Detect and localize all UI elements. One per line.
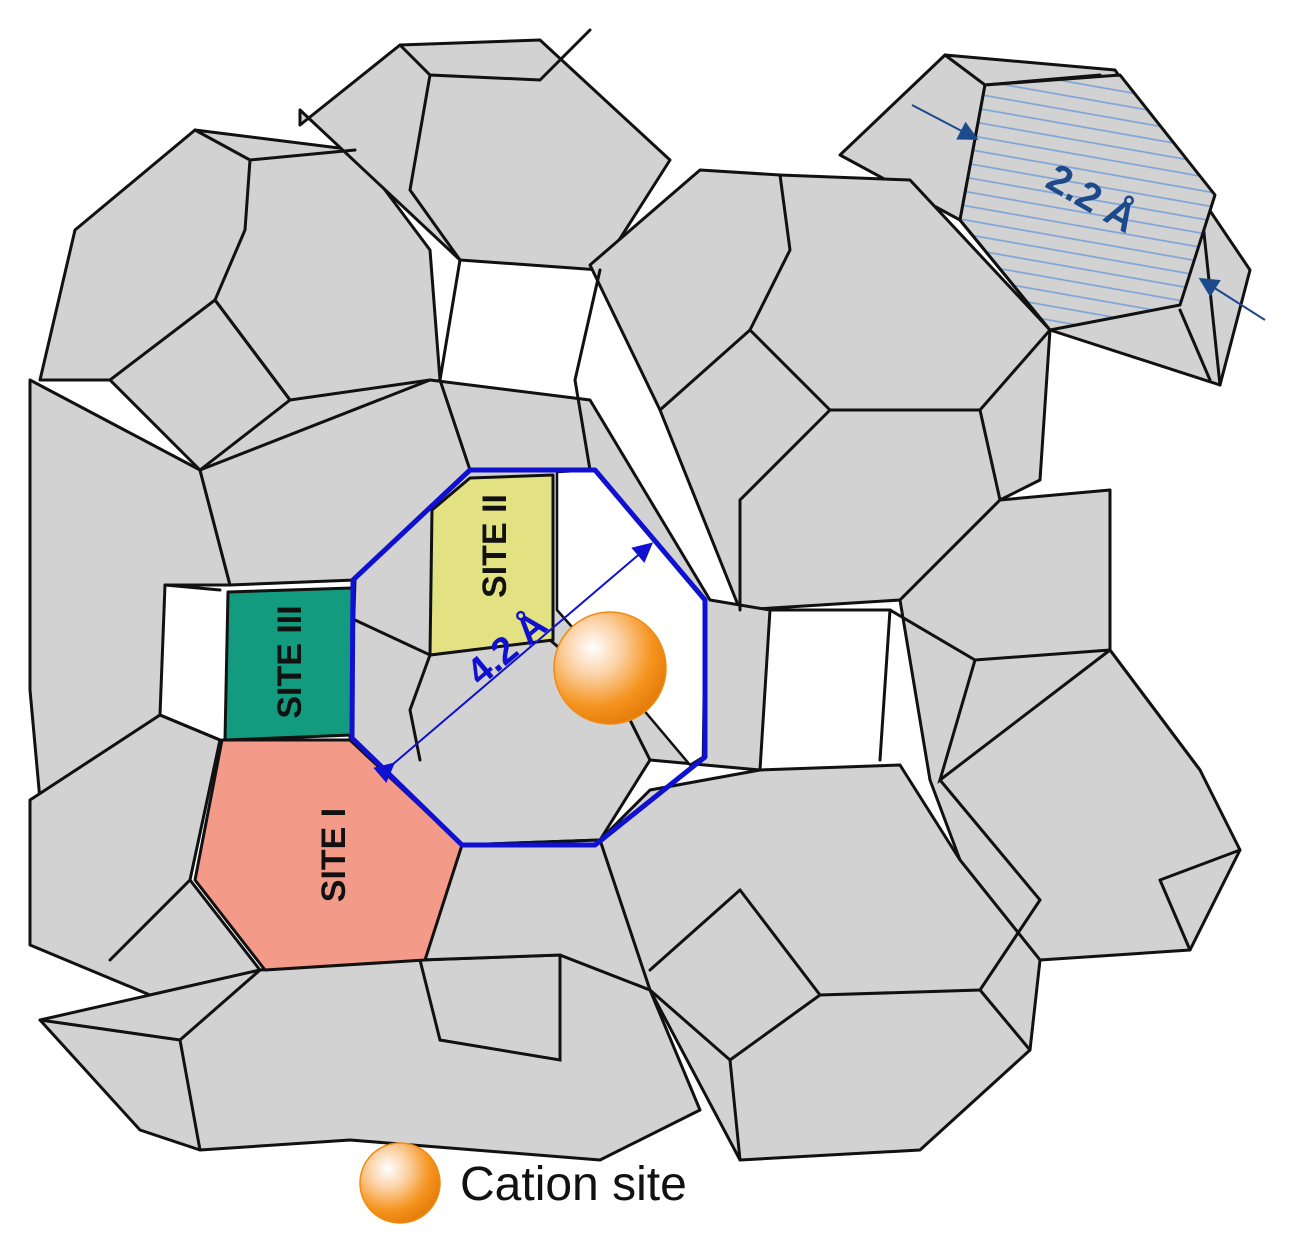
large-window-dimension-arrow	[373, 542, 654, 783]
legend: Cation site	[359, 1142, 687, 1224]
site-i-region	[193, 738, 464, 972]
legend-cation-icon	[359, 1142, 441, 1224]
small-window-arrow-right	[1198, 277, 1266, 321]
site-iii-label: SITE III	[271, 605, 309, 718]
cation-sphere	[553, 611, 667, 725]
small-window-hatched	[958, 73, 1217, 332]
legend-cation-label: Cation site	[460, 1158, 687, 1211]
large-window-outline	[349, 467, 708, 848]
site-ii-label: SITE II	[476, 494, 514, 598]
small-window-arrow-left	[911, 104, 979, 140]
site-i-label: SITE I	[315, 808, 353, 902]
